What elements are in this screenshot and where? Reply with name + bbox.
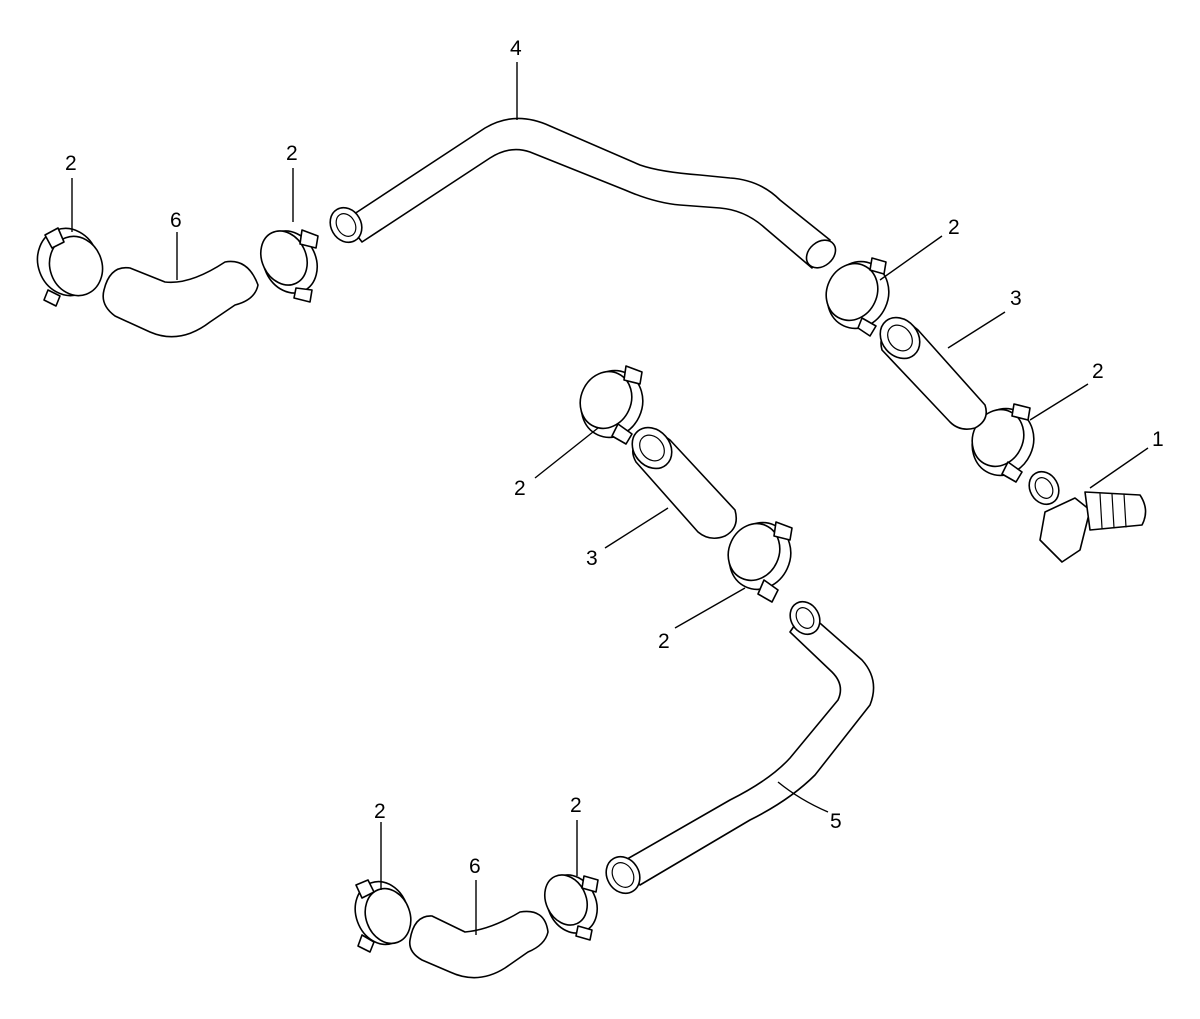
- elbow-hose-part-6-upper: [102, 260, 259, 338]
- callout-2-upper-mid: 2: [286, 142, 298, 165]
- elbow-fitting-part-1: [1028, 470, 1147, 563]
- sleeve-part-3-middle: [631, 426, 738, 540]
- callout-3-middle: 3: [586, 547, 598, 570]
- callout-6-upper: 6: [170, 209, 182, 232]
- sleeve-part-3-right: [879, 316, 988, 430]
- callout-2-lower-left: 2: [374, 800, 386, 823]
- callout-2-right-lower: 2: [1092, 360, 1104, 383]
- callout-6-lower: 6: [469, 855, 481, 878]
- callout-labels: 4 2 2 6 2 3 2 1 2 3 2 5 2 2 6: [65, 37, 1164, 878]
- hose-clamp-8: [544, 874, 599, 941]
- elbow-hose-part-6-lower: [408, 910, 549, 979]
- callout-2-middle-lower: 2: [658, 630, 670, 653]
- callout-2-middle-upper: 2: [514, 477, 526, 500]
- callout-4: 4: [510, 37, 522, 60]
- callout-2-lower-mid: 2: [570, 794, 582, 817]
- hose-clamp-4: [971, 403, 1035, 483]
- hose-clamp-3: [825, 257, 890, 337]
- callout-3-right: 3: [1010, 287, 1022, 310]
- hose-clamp-6: [727, 521, 793, 603]
- callout-2-right-upper: 2: [948, 216, 960, 239]
- callout-1: 1: [1152, 428, 1164, 451]
- hose-part-4: [329, 117, 837, 269]
- hose-clamp-1: [36, 227, 104, 307]
- hose-clamp-7: [354, 879, 412, 953]
- callout-2-upper-left: 2: [65, 152, 77, 175]
- hose-clamp-5: [579, 365, 644, 445]
- callout-5: 5: [830, 810, 842, 833]
- hose-part-5: [605, 600, 875, 895]
- leader-lines: [71, 62, 1149, 935]
- hose-clamp-2: [260, 229, 319, 303]
